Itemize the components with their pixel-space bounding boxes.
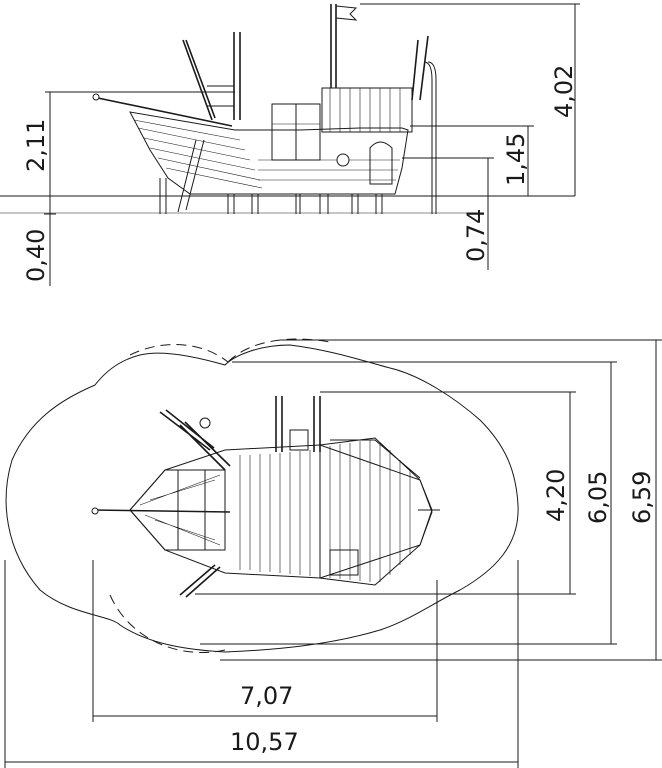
plan-dimensions <box>4 339 662 768</box>
dim-footing-depth: 0,40 <box>22 229 50 282</box>
ship-deck-plan <box>91 396 440 598</box>
side-dimensions <box>44 3 580 286</box>
plan-view: 4,20 6,05 6,59 7,07 10,57 <box>4 338 662 768</box>
dim-equipment-length: 7,07 <box>240 682 293 710</box>
dim-safety-zone-width: 6,59 <box>628 471 656 524</box>
side-view: 4,02 2,11 1,45 0,40 0,74 <box>0 3 580 286</box>
ship-hull <box>92 4 437 214</box>
dim-safety-zone-length: 10,57 <box>230 728 299 756</box>
dim-inner-zone-width: 6,05 <box>584 471 612 524</box>
dim-equipment-width: 4,20 <box>542 469 570 522</box>
safety-zone-outline <box>5 344 519 653</box>
dim-post-depth: 0,74 <box>462 209 490 262</box>
dim-deck-height: 1,45 <box>502 133 530 186</box>
dim-platform-height: 2,11 <box>22 119 50 172</box>
dim-total-height: 4,02 <box>550 65 578 118</box>
